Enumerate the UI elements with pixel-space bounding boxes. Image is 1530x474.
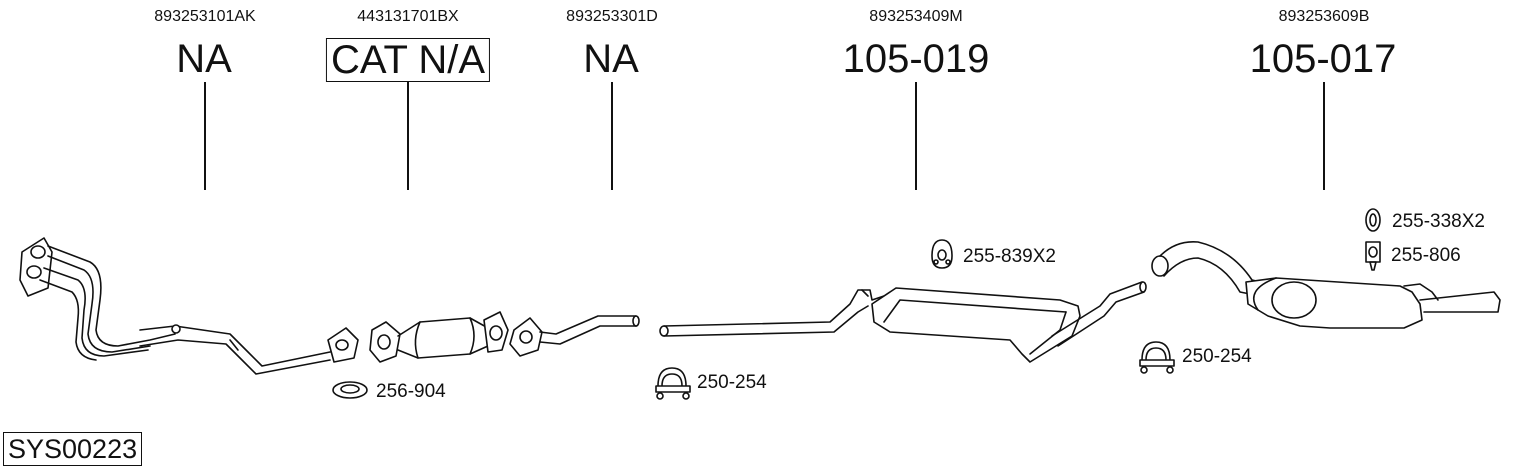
catalytic-converter [370,312,508,362]
part-code-5: 105-017 [1249,37,1397,81]
rubber-mount-label: 255-806 [1391,245,1461,266]
oem-number-5: 893253609B [1278,8,1370,25]
part-code-2: CAT N/A [325,38,491,82]
part-code-4: 105-019 [842,37,990,81]
ring-icon [1366,209,1380,231]
front-pipe [510,316,639,356]
clamp-icon-front [656,368,690,399]
clamp-icon-rear [1140,342,1174,373]
clamp-front-label: 250-254 [697,372,767,393]
oem-number-4: 893253409M [869,8,963,25]
hanger-label: 255-839X2 [963,246,1056,267]
ring-label: 255-338X2 [1392,211,1485,232]
leader-line-4 [915,82,917,190]
oem-number-1: 893253101AK [154,8,256,25]
hanger-icon [932,240,952,268]
gasket-icon [333,382,367,398]
leader-line-3 [611,82,613,190]
exhaust-manifold [20,238,330,374]
leader-line-1 [204,82,206,190]
front-flange [328,328,358,362]
clamp-rear-label: 250-254 [1182,346,1252,367]
part-code-1: NA [176,37,232,81]
oem-number-3: 893253301D [566,8,658,25]
middle-silencer [660,282,1146,362]
leader-line-2 [407,82,409,190]
oem-number-2: 443131701BX [357,8,459,25]
rubber-mount-icon [1366,242,1380,270]
system-code: SYS00223 [3,432,143,466]
part-code-3: NA [583,37,639,81]
leader-line-5 [1323,82,1325,190]
rear-silencer [1152,242,1500,328]
gasket-label: 256-904 [376,381,446,402]
